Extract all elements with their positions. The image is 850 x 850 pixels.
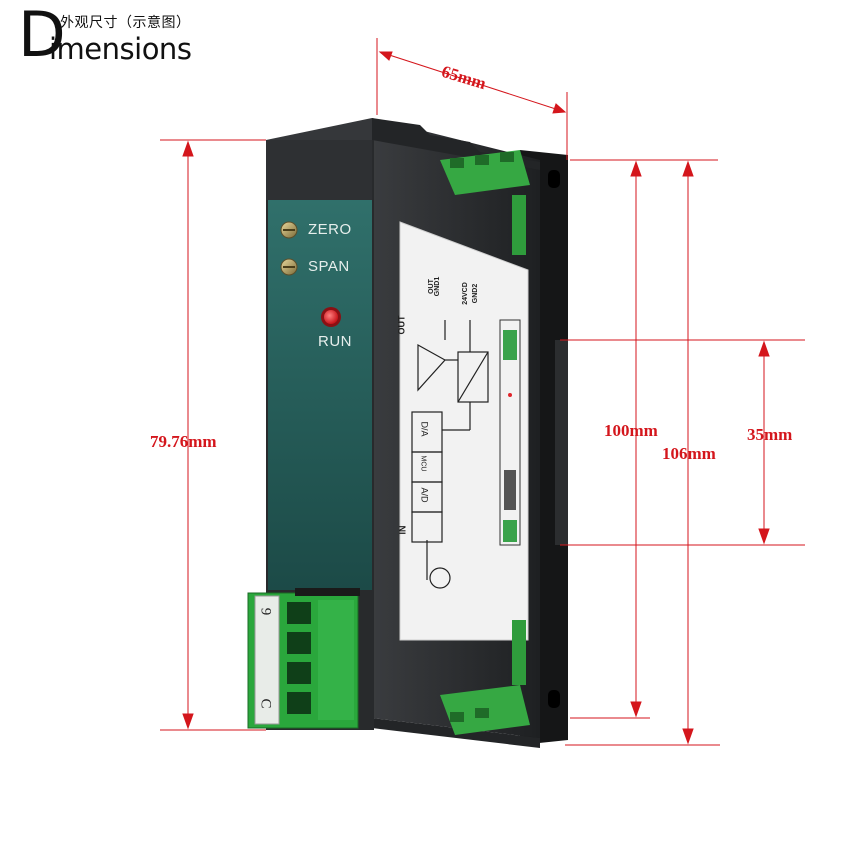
span-adjust-screw[interactable] xyxy=(280,258,298,276)
dimension-lines xyxy=(160,38,805,746)
rail-width-label: 35mm xyxy=(747,425,793,444)
front-terminal-block[interactable] xyxy=(247,588,360,729)
mcu-block-label: MCU xyxy=(419,455,427,472)
mini-device-drawing xyxy=(499,319,521,546)
run-led xyxy=(321,307,341,327)
out-label: OUT xyxy=(396,315,407,335)
body-height-label: 100mm xyxy=(604,421,658,440)
da-block-label: D/A xyxy=(419,421,430,437)
side-label xyxy=(399,221,529,641)
title-text: imensions xyxy=(49,32,192,66)
gnd1-terminal-label: GND1 xyxy=(434,276,442,297)
in-label: IN xyxy=(397,525,408,535)
vcd-terminal-label: 24VCD xyxy=(461,282,469,305)
ad-block-label: A/D xyxy=(419,487,430,503)
wiring-schematic xyxy=(411,320,489,589)
run-label: RUN xyxy=(318,333,352,350)
total-height-label: 106mm xyxy=(662,444,716,463)
zero-adjust-screw[interactable] xyxy=(280,221,298,239)
top-terminal-block[interactable] xyxy=(440,150,530,255)
gnd2-terminal-label: GND2 xyxy=(472,283,480,304)
front-height-label: 79.76mm xyxy=(150,432,217,451)
zero-label: ZERO xyxy=(308,221,352,238)
bottom-right-terminal-block[interactable] xyxy=(440,620,530,735)
title-chinese: 外观尺寸（示意图） xyxy=(60,15,191,31)
terminal-top-label: 9 xyxy=(257,607,274,616)
title-initial: D xyxy=(18,0,66,71)
span-label: SPAN xyxy=(308,258,350,275)
terminal-bottom-label: C xyxy=(257,698,274,709)
